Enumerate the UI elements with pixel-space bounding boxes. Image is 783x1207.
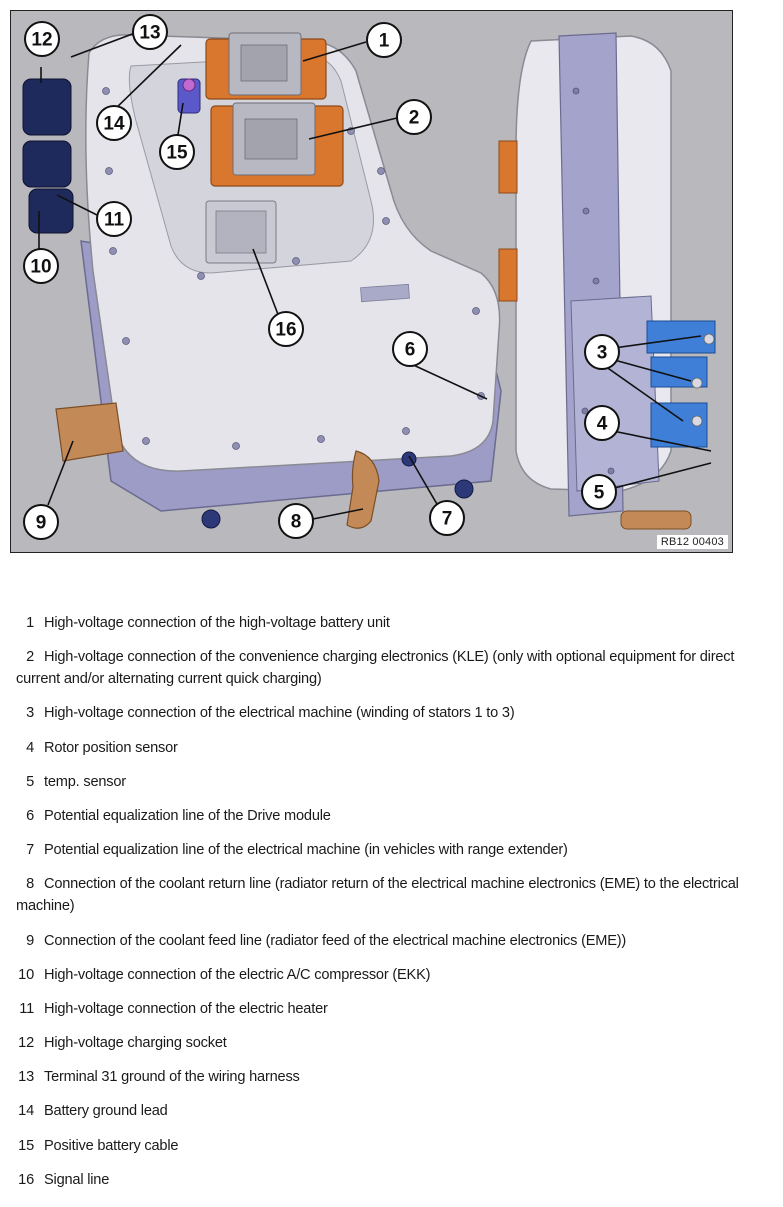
callout-9: 9 — [23, 504, 59, 540]
legend-number: 7 — [26, 842, 34, 859]
legend-text: Positive battery cable — [44, 1137, 179, 1154]
legend-number: 10 — [18, 966, 34, 983]
callout-7: 7 — [429, 500, 465, 536]
eme-illustration: 1 2 3 4 5 6 7 8 9 10 11 12 13 14 15 16 — [22, 14, 716, 540]
callout-1: 1 — [366, 22, 402, 58]
legend-number: 16 — [18, 1171, 34, 1188]
legend-number: 6 — [26, 807, 34, 824]
legend-item: 5 temp. sensor — [16, 771, 778, 793]
legend-list: 1 High-voltage connection of the high-vol… — [16, 612, 778, 1203]
legend-text: Terminal 31 ground of the wiring harness — [44, 1069, 300, 1086]
side-hv-connectors — [22, 78, 74, 234]
legend-number: 8 — [26, 876, 34, 893]
legend-text: High-voltage connection of the high-volt… — [44, 615, 390, 631]
legend-text: High-voltage connection of the electric … — [44, 966, 431, 983]
svg-text:3: 3 — [597, 343, 608, 364]
legend-item: 15 Positive battery cable — [16, 1135, 778, 1157]
legend-item: 7 Potential equalization line of the elec… — [16, 839, 778, 861]
legend-number: 2 — [26, 649, 34, 666]
callout-13: 13 — [132, 14, 168, 50]
component-figure: 1 2 3 4 5 6 7 8 9 10 11 12 13 14 15 16 R… — [10, 10, 733, 553]
legend-number: 15 — [18, 1137, 34, 1154]
svg-text:11: 11 — [104, 210, 125, 231]
callout-12: 12 — [24, 21, 60, 57]
legend-item: 11 High-voltage connection of the electri… — [16, 998, 778, 1020]
hv-kle-connector — [210, 102, 344, 187]
legend-text: Connection of the coolant feed line (rad… — [44, 932, 627, 949]
legend-number: 3 — [26, 705, 34, 722]
callout-2: 2 — [396, 99, 432, 135]
svg-text:12: 12 — [31, 30, 52, 51]
legend-number: 9 — [26, 932, 34, 949]
callout-15: 15 — [159, 134, 195, 170]
legend-item: 9 Connection of the coolant feed line (ra… — [16, 930, 778, 952]
legend-text: Connection of the coolant return line (r… — [16, 876, 739, 915]
legend-item: 1 High-voltage connection of the high-vol… — [16, 612, 778, 634]
svg-text:13: 13 — [139, 23, 160, 44]
callout-4: 4 — [584, 405, 620, 441]
svg-text:9: 9 — [36, 513, 47, 534]
callout-3: 3 — [584, 334, 620, 370]
svg-text:5: 5 — [594, 483, 605, 504]
legend-number: 14 — [18, 1103, 34, 1120]
svg-text:10: 10 — [30, 257, 51, 278]
legend-text: Battery ground lead — [44, 1103, 168, 1120]
svg-text:7: 7 — [442, 509, 453, 530]
svg-text:14: 14 — [103, 114, 125, 135]
legend-text: Potential equalization line of the Drive… — [44, 807, 331, 824]
callout-8: 8 — [278, 503, 314, 539]
callout-14: 14 — [96, 105, 132, 141]
callout-6: 6 — [392, 331, 428, 367]
svg-text:4: 4 — [597, 414, 608, 435]
legend-text: temp. sensor — [44, 773, 126, 790]
svg-text:15: 15 — [166, 143, 188, 164]
hv-battery-connector — [205, 32, 327, 100]
legend-text: High-voltage connection of the convenien… — [16, 649, 735, 688]
legend-text: Potential equalization line of the elect… — [44, 842, 568, 859]
legend-text: High-voltage connection of the electric … — [44, 1000, 328, 1017]
legend-number: 13 — [18, 1069, 34, 1086]
legend-number: 11 — [19, 1000, 34, 1017]
positive-battery-cable — [177, 78, 201, 114]
callout-10: 10 — [23, 248, 59, 284]
callout-5: 5 — [581, 474, 617, 510]
svg-text:2: 2 — [409, 108, 420, 129]
svg-text:8: 8 — [291, 512, 302, 533]
legend-item: 3 High-voltage connection of the electric… — [16, 702, 778, 724]
legend-number: 1 — [26, 615, 34, 631]
coolant-pipes — [55, 402, 380, 529]
eme-side-view — [498, 32, 716, 530]
leader-lines — [38, 32, 712, 520]
legend-item: 6 Potential equalization line of the Driv… — [16, 805, 778, 827]
legend-number: 5 — [26, 773, 34, 790]
legend-item: 4 Rotor position sensor — [16, 737, 778, 759]
callout-16: 16 — [268, 311, 304, 347]
callout-11: 11 — [96, 201, 132, 237]
legend-number: 12 — [18, 1035, 34, 1052]
legend-item: 13 Terminal 31 ground of the wiring harne… — [16, 1066, 778, 1088]
legend-text: High-voltage connection of the electrica… — [44, 705, 515, 722]
legend-item: 10 High-voltage connection of the electri… — [16, 964, 778, 986]
legend-text: Rotor position sensor — [44, 739, 178, 756]
legend-text: High-voltage charging socket — [44, 1035, 227, 1052]
svg-text:6: 6 — [405, 340, 416, 361]
svg-text:1: 1 — [379, 31, 390, 52]
figure-code: RB12 00403 — [656, 535, 728, 549]
legend-text: Signal line — [44, 1171, 110, 1188]
legend-item: 14 Battery ground lead — [16, 1100, 778, 1122]
signal-connector — [205, 200, 277, 264]
legend-number: 4 — [26, 739, 34, 756]
legend-item: 12 High-voltage charging socket — [16, 1032, 778, 1054]
legend-item: 16 Signal line — [16, 1169, 778, 1191]
svg-text:16: 16 — [275, 320, 296, 341]
